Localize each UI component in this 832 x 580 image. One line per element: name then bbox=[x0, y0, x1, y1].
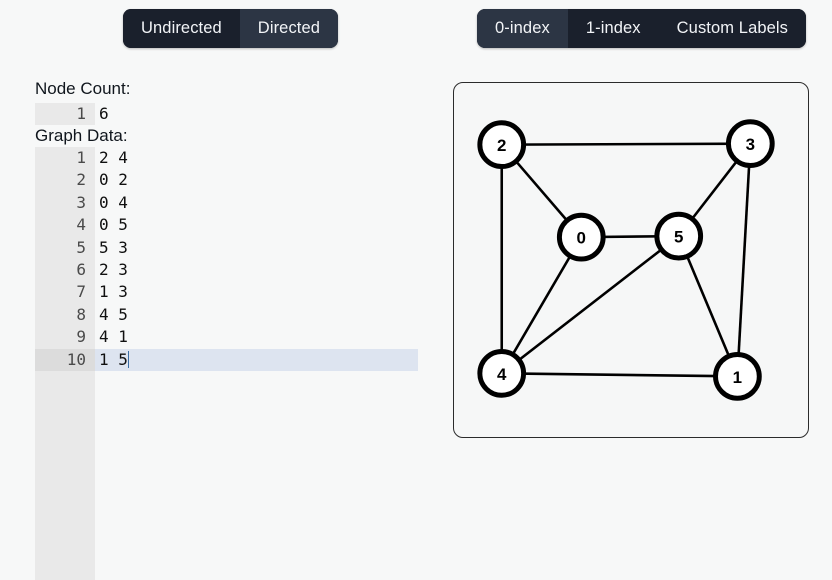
line-highlight bbox=[95, 348, 418, 371]
line-content[interactable]: 2 4 bbox=[99, 148, 128, 167]
graph-node[interactable]: 4 bbox=[477, 348, 527, 398]
graph-node[interactable]: 3 bbox=[725, 119, 775, 169]
graph-panel[interactable]: 2 3 0 5 4 1 bbox=[453, 82, 809, 438]
line-highlight bbox=[95, 259, 418, 281]
line-number: 9 bbox=[35, 326, 95, 349]
line-content[interactable]: 4 5 bbox=[99, 304, 128, 324]
line-content[interactable]: 1 3 bbox=[99, 282, 128, 302]
graph-node-circle[interactable] bbox=[654, 211, 704, 261]
toggle-option-1-index[interactable]: 1-index bbox=[567, 9, 659, 48]
line-content[interactable]: 5 3 bbox=[99, 237, 128, 257]
toggle-option-undirected[interactable]: Undirected bbox=[123, 9, 240, 48]
graph-node[interactable]: 5 bbox=[654, 211, 704, 261]
graph-canvas[interactable]: 2 3 0 5 4 1 bbox=[454, 83, 808, 437]
line-number: 10 bbox=[35, 348, 95, 371]
toggle-option-custom-labels[interactable]: Custom Labels bbox=[658, 9, 807, 48]
graph-edge bbox=[501, 142, 751, 146]
line-number: 1 bbox=[35, 103, 95, 126]
text-caret bbox=[127, 350, 129, 368]
line-content[interactable]: 4 1 bbox=[99, 327, 128, 347]
line-highlight bbox=[95, 147, 418, 169]
graph-node-label: 2 bbox=[497, 136, 506, 155]
line-content[interactable]: 1 5 bbox=[99, 349, 129, 369]
graph-node-circle[interactable] bbox=[477, 348, 527, 398]
line-number: 8 bbox=[35, 303, 95, 327]
node-count-label: Node Count: bbox=[35, 79, 131, 98]
line-number: 2 bbox=[35, 169, 95, 192]
line-number: 5 bbox=[35, 236, 95, 259]
line-highlight bbox=[95, 237, 418, 259]
line-content[interactable]: 2 3 bbox=[99, 259, 128, 279]
graph-node-circle[interactable] bbox=[713, 351, 762, 401]
line-highlight bbox=[95, 192, 418, 214]
line-number: 4 bbox=[35, 214, 95, 237]
line-highlight bbox=[95, 103, 418, 125]
graph-edge bbox=[500, 236, 583, 375]
line-number: 1 bbox=[35, 147, 95, 170]
graph-node-label: 3 bbox=[746, 135, 755, 154]
line-highlight bbox=[95, 304, 418, 326]
line-content[interactable]: 0 4 bbox=[99, 192, 128, 212]
line-content[interactable]: 6 bbox=[99, 104, 109, 123]
line-highlight bbox=[95, 169, 418, 191]
toggle-option-directed[interactable]: Directed bbox=[239, 9, 339, 48]
graph-node[interactable]: 0 bbox=[556, 212, 606, 262]
line-content[interactable]: 0 5 bbox=[99, 215, 128, 235]
graph-node-label: 1 bbox=[733, 368, 742, 387]
graph-node-circle[interactable] bbox=[556, 212, 606, 262]
graph-node-label: 0 bbox=[577, 229, 586, 248]
graph-node-label: 5 bbox=[674, 228, 683, 247]
graph-data-label: Graph Data: bbox=[35, 126, 128, 145]
toggle-option-0-index[interactable]: 0-index bbox=[477, 9, 568, 48]
line-highlight bbox=[95, 281, 418, 303]
graph-node[interactable]: 1 bbox=[713, 351, 762, 401]
graph-node-label: 4 bbox=[497, 365, 507, 384]
line-number: 7 bbox=[35, 281, 95, 304]
graph-edge bbox=[677, 235, 739, 377]
line-content[interactable]: 0 2 bbox=[99, 170, 128, 190]
line-highlight bbox=[95, 214, 418, 236]
graph-edge bbox=[500, 235, 680, 375]
line-number: 3 bbox=[35, 191, 95, 215]
graph-edge bbox=[501, 372, 738, 378]
graph-node-circle[interactable] bbox=[725, 119, 775, 169]
graph-node[interactable]: 2 bbox=[477, 120, 527, 170]
line-number: 6 bbox=[35, 258, 95, 282]
line-highlight bbox=[95, 326, 418, 348]
graph-edge bbox=[736, 143, 752, 377]
graph-node-circle[interactable] bbox=[477, 120, 527, 170]
